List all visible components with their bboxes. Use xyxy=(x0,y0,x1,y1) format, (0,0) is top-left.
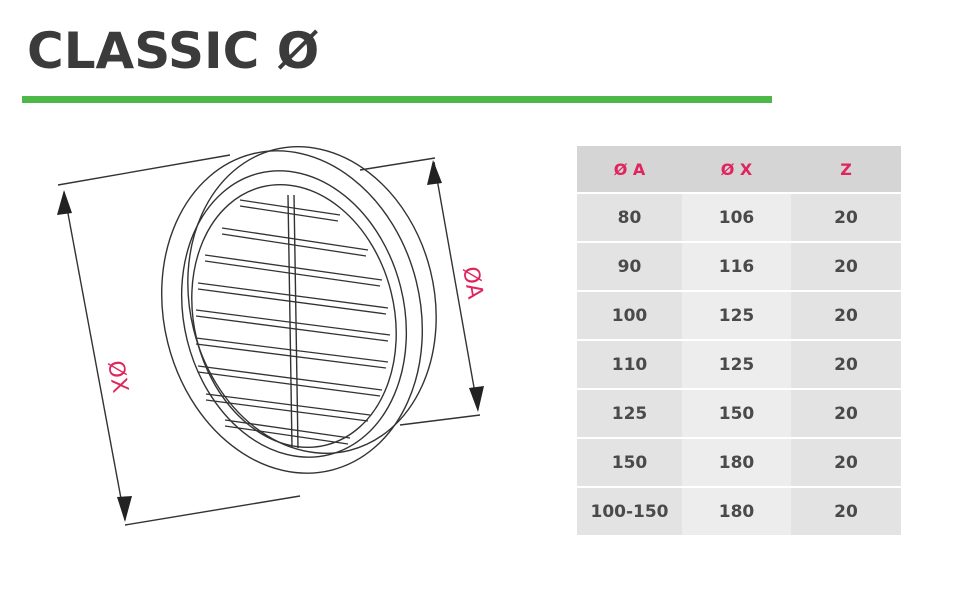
cell-x: 106 xyxy=(682,193,791,243)
header-diameter-x: Ø X xyxy=(682,146,791,194)
dimension-label-a: ØA xyxy=(457,265,487,301)
cell-a: 110 xyxy=(577,340,682,390)
cell-a: 100 xyxy=(577,291,682,341)
cell-z: 20 xyxy=(791,291,901,341)
header-z: Z xyxy=(791,146,901,194)
cell-z: 20 xyxy=(791,340,901,390)
cell-x: 125 xyxy=(682,340,791,390)
cell-a: 80 xyxy=(577,193,682,243)
page-title: CLASSIC Ø xyxy=(27,22,320,80)
cell-x: 116 xyxy=(682,242,791,292)
cell-a: 100-150 xyxy=(577,487,682,535)
cell-a: 150 xyxy=(577,438,682,488)
vent-grille-drawing: ØX ØA xyxy=(57,146,487,526)
cell-z: 20 xyxy=(791,487,901,535)
table-header-row: Ø A Ø X Z xyxy=(577,146,901,194)
cell-a: 90 xyxy=(577,242,682,292)
cell-z: 20 xyxy=(791,242,901,292)
dimension-label-x: ØX xyxy=(102,359,132,395)
cell-z: 20 xyxy=(791,193,901,243)
cell-x: 180 xyxy=(682,487,791,535)
title-underline xyxy=(22,96,772,103)
louvres xyxy=(195,199,391,445)
cell-x: 125 xyxy=(682,291,791,341)
cell-x: 180 xyxy=(682,438,791,488)
cell-z: 20 xyxy=(791,389,901,439)
header-diameter-a: Ø A xyxy=(577,146,682,194)
cell-x: 150 xyxy=(682,389,791,439)
cell-a: 125 xyxy=(577,389,682,439)
cell-z: 20 xyxy=(791,438,901,488)
